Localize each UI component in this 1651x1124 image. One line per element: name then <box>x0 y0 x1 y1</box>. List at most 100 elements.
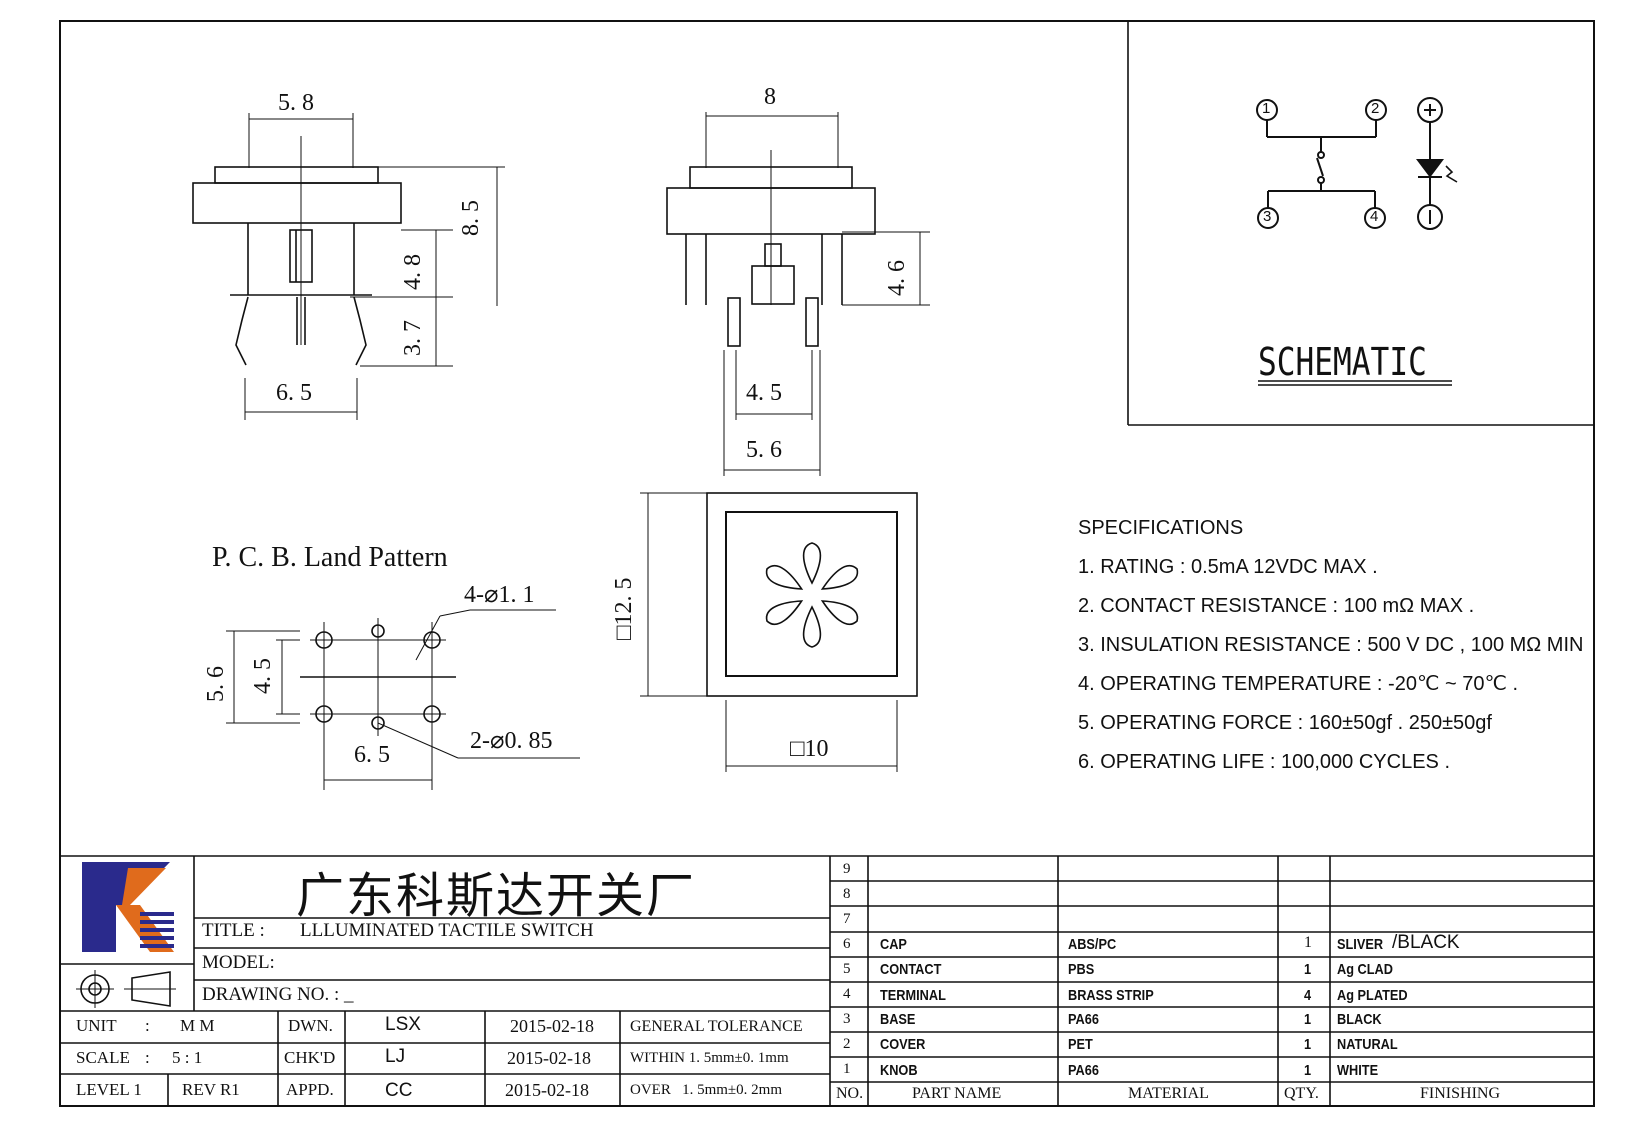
dim-side-height-body: 4. 8 <box>400 254 426 290</box>
bom-part: CONTACT <box>880 961 942 978</box>
dim-top-height: □12. 5 <box>611 577 637 641</box>
schematic-pin-3: 3 <box>1263 208 1272 225</box>
chkd-name: LJ <box>385 1046 406 1067</box>
flower-icon <box>765 542 859 648</box>
schematic-pin-1: 1 <box>1262 100 1271 117</box>
schematic-pin-2: 2 <box>1371 100 1380 117</box>
bom-header-material: MATERIAL <box>1128 1085 1209 1102</box>
tolerance-within: WITHIN 1. 5mm±0. 1mm <box>630 1050 789 1066</box>
chkd-date: 2015-02-18 <box>507 1048 591 1068</box>
bom-qty: 1 <box>1304 1036 1312 1053</box>
company-name: 广东科斯达开关厂 <box>296 868 697 924</box>
company-logo <box>82 862 174 952</box>
dim-pcb-hole-large: 4-⌀1. 1 <box>464 582 535 608</box>
bom-row-no: 4 <box>843 986 851 1002</box>
level-label: LEVEL 1 <box>76 1080 142 1099</box>
dwn-name: LSX <box>385 1014 421 1035</box>
front-view <box>666 112 930 476</box>
bom-header-part: PART NAME <box>912 1085 1002 1102</box>
dwn-date: 2015-02-18 <box>510 1016 594 1036</box>
rev-label: REV R1 <box>182 1080 240 1099</box>
bom-material: PA66 <box>1068 1011 1099 1028</box>
dim-side-height-pin: 3. 7 <box>400 320 426 356</box>
dim-pcb-inner-height: 4. 5 <box>250 658 276 694</box>
dim-side-width-top: 5. 8 <box>278 90 314 116</box>
bom-finish: SLIVER <box>1337 936 1384 953</box>
bom-material: PBS <box>1068 961 1095 978</box>
spec-item: 2. CONTACT RESISTANCE : 100 mΩ MAX . <box>1078 595 1475 617</box>
bom-header-qty: QTY. <box>1284 1085 1319 1102</box>
bom-part: CAP <box>880 936 907 953</box>
schematic-label: SCHEMATIC <box>1258 340 1427 384</box>
model-label: MODEL: <box>202 952 275 973</box>
bom-part: COVER <box>880 1036 926 1053</box>
bom-finish: Ag PLATED <box>1337 987 1408 1004</box>
bom-qty: 1 <box>1304 1011 1312 1028</box>
projection-symbol-icon <box>76 970 176 1008</box>
bom-row-no: 7 <box>843 911 851 927</box>
dim-front-width-top: 8 <box>764 84 776 110</box>
top-view <box>640 492 918 772</box>
drawing-frame <box>59 20 1595 1107</box>
tolerance-heading: GENERAL TOLERANCE <box>630 1018 803 1035</box>
bom-finish: Ag CLAD <box>1337 961 1393 978</box>
pcb-land-pattern <box>226 609 580 790</box>
bom-qty: 1 <box>1304 1062 1312 1079</box>
bom-qty: 4 <box>1304 987 1312 1004</box>
scale-value: 5 : 1 <box>172 1048 203 1067</box>
specifications-heading: SPECIFICATIONS <box>1078 517 1244 539</box>
bom-part: BASE <box>880 1011 916 1028</box>
bom-material: PET <box>1068 1036 1093 1053</box>
switch-symbol <box>1256 99 1387 229</box>
bom-material: PA66 <box>1068 1062 1099 1079</box>
dim-pcb-width: 6. 5 <box>354 742 390 768</box>
spec-item: 3. INSULATION RESISTANCE : 500 V DC , 10… <box>1078 634 1584 656</box>
dim-front-outer-width: 5. 6 <box>746 437 782 463</box>
unit-sep: : <box>145 1016 150 1035</box>
spec-item: 4. OPERATING TEMPERATURE : -20℃ ~ 70℃ . <box>1078 673 1519 695</box>
dim-top-width: □10 <box>790 736 829 762</box>
dim-front-height: 4. 6 <box>884 260 910 296</box>
bom-row-no: 6 <box>843 936 851 952</box>
bom-finish: WHITE <box>1337 1062 1379 1079</box>
dim-side-width-pins: 6. 5 <box>276 380 312 406</box>
pcb-title: P. C. B. Land Pattern <box>212 542 448 573</box>
bom-finish-extra: /BLACK <box>1392 932 1460 953</box>
schematic-pin-4: 4 <box>1370 208 1379 225</box>
bom-part: TERMINAL <box>880 987 946 1004</box>
dim-front-inner-width: 4. 5 <box>746 380 782 406</box>
scale-sep: : <box>145 1048 150 1067</box>
tolerance-over: OVER 1. 5mm±0. 2mm <box>630 1082 782 1098</box>
title-block-grid <box>60 855 1594 1106</box>
appd-role: APPD. <box>286 1080 334 1099</box>
title-label: TITLE : <box>202 920 265 941</box>
bom-row-no: 8 <box>843 886 851 902</box>
unit-value: M M <box>180 1016 215 1035</box>
bom-finish: NATURAL <box>1337 1036 1398 1053</box>
spec-item: 5. OPERATING FORCE : 160±50gf . 250±50gf <box>1078 712 1492 734</box>
drawing-no-label: DRAWING NO. : _ <box>202 984 354 1005</box>
bom-row-no: 1 <box>843 1061 851 1077</box>
unit-label: UNIT <box>76 1016 117 1035</box>
dim-side-height-total: 8. 5 <box>458 200 484 236</box>
bom-row-no: 9 <box>843 861 851 877</box>
bom-finish: BLACK <box>1337 1011 1382 1028</box>
side-view <box>192 113 505 420</box>
dim-pcb-outer-height: 5. 6 <box>203 666 229 702</box>
bom-qty: 1 <box>1304 934 1312 951</box>
schematic-box <box>1127 21 1594 426</box>
bom-row-no: 2 <box>843 1036 851 1052</box>
bom-material: BRASS STRIP <box>1068 987 1154 1004</box>
bom-header-no: NO. <box>836 1085 864 1102</box>
chkd-role: CHK'D <box>284 1048 336 1067</box>
bom-row-no: 5 <box>843 961 851 977</box>
scale-label: SCALE <box>76 1048 130 1067</box>
led-symbol <box>1416 97 1458 230</box>
dim-pcb-hole-small: 2-⌀0. 85 <box>470 728 553 754</box>
dwn-role: DWN. <box>288 1016 333 1035</box>
bom-material: ABS/PC <box>1068 936 1117 953</box>
bom-qty: 1 <box>1304 961 1312 978</box>
bom-header-finish: FINISHING <box>1420 1085 1500 1102</box>
bom-part: KNOB <box>880 1062 918 1079</box>
